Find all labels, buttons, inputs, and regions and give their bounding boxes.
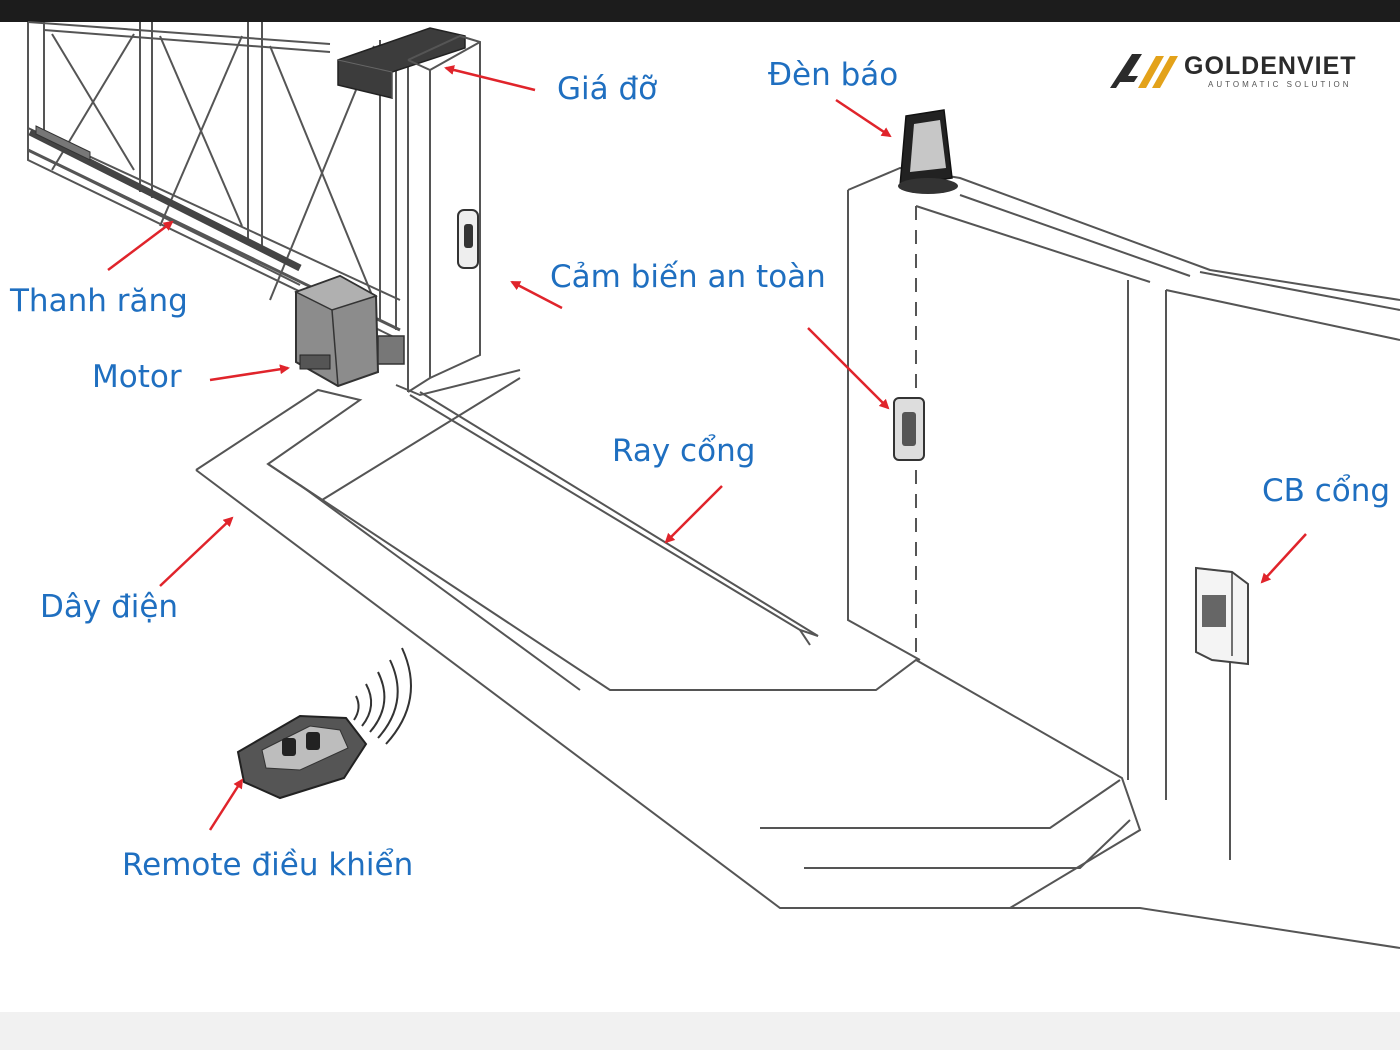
label-cable: Dây điện (40, 589, 179, 625)
label-motor: Motor (92, 359, 182, 395)
safety-sensor-pillar (457, 209, 479, 269)
motor-unit (294, 274, 405, 388)
right-pillar (847, 166, 1400, 860)
brand-mark-icon (1110, 54, 1178, 88)
label-rail: Ray cổng (612, 433, 756, 469)
brand-tagline: AUTOMATIC SOLUTION (1208, 80, 1352, 89)
arrow-safety-sensor (510, 280, 563, 310)
leader-arrows (107, 65, 1307, 831)
arrow-warning-light (835, 98, 892, 138)
cable-trench (195, 377, 1400, 949)
remote-control (236, 714, 368, 800)
arrow-breaker (1260, 533, 1307, 584)
arrow-rack (107, 220, 174, 271)
warning-light (898, 109, 958, 194)
label-safety-sensor: Cảm biến an toàn (550, 259, 826, 295)
rack-bar (28, 125, 302, 272)
arrow-rail (664, 485, 723, 544)
safety-sensor-right (893, 397, 925, 461)
label-breaker: CB cổng (1262, 473, 1391, 509)
label-warning-light: Đèn báo (768, 57, 899, 93)
signal-waves (353, 647, 412, 745)
top-bar (0, 0, 1400, 22)
arrow-bracket (444, 65, 536, 92)
brand-logo: GOLDENVIET AUTOMATIC SOLUTION (1108, 50, 1390, 92)
bracket-box (337, 27, 466, 99)
gate-rail (409, 391, 819, 646)
arrow-remote (208, 778, 244, 831)
arrow-motor (209, 364, 290, 382)
bottom-band (0, 1012, 1400, 1050)
gate-pillar (395, 34, 521, 397)
breaker-box (1195, 566, 1249, 666)
label-remote: Remote điều khiển (122, 847, 414, 883)
arrow-safety-sensor-right (807, 327, 890, 410)
arrow-cable (159, 516, 234, 587)
label-rack: Thanh răng (10, 283, 188, 319)
label-bracket: Giá đỡ (557, 71, 658, 107)
brand-name: GOLDENVIET (1184, 52, 1357, 80)
